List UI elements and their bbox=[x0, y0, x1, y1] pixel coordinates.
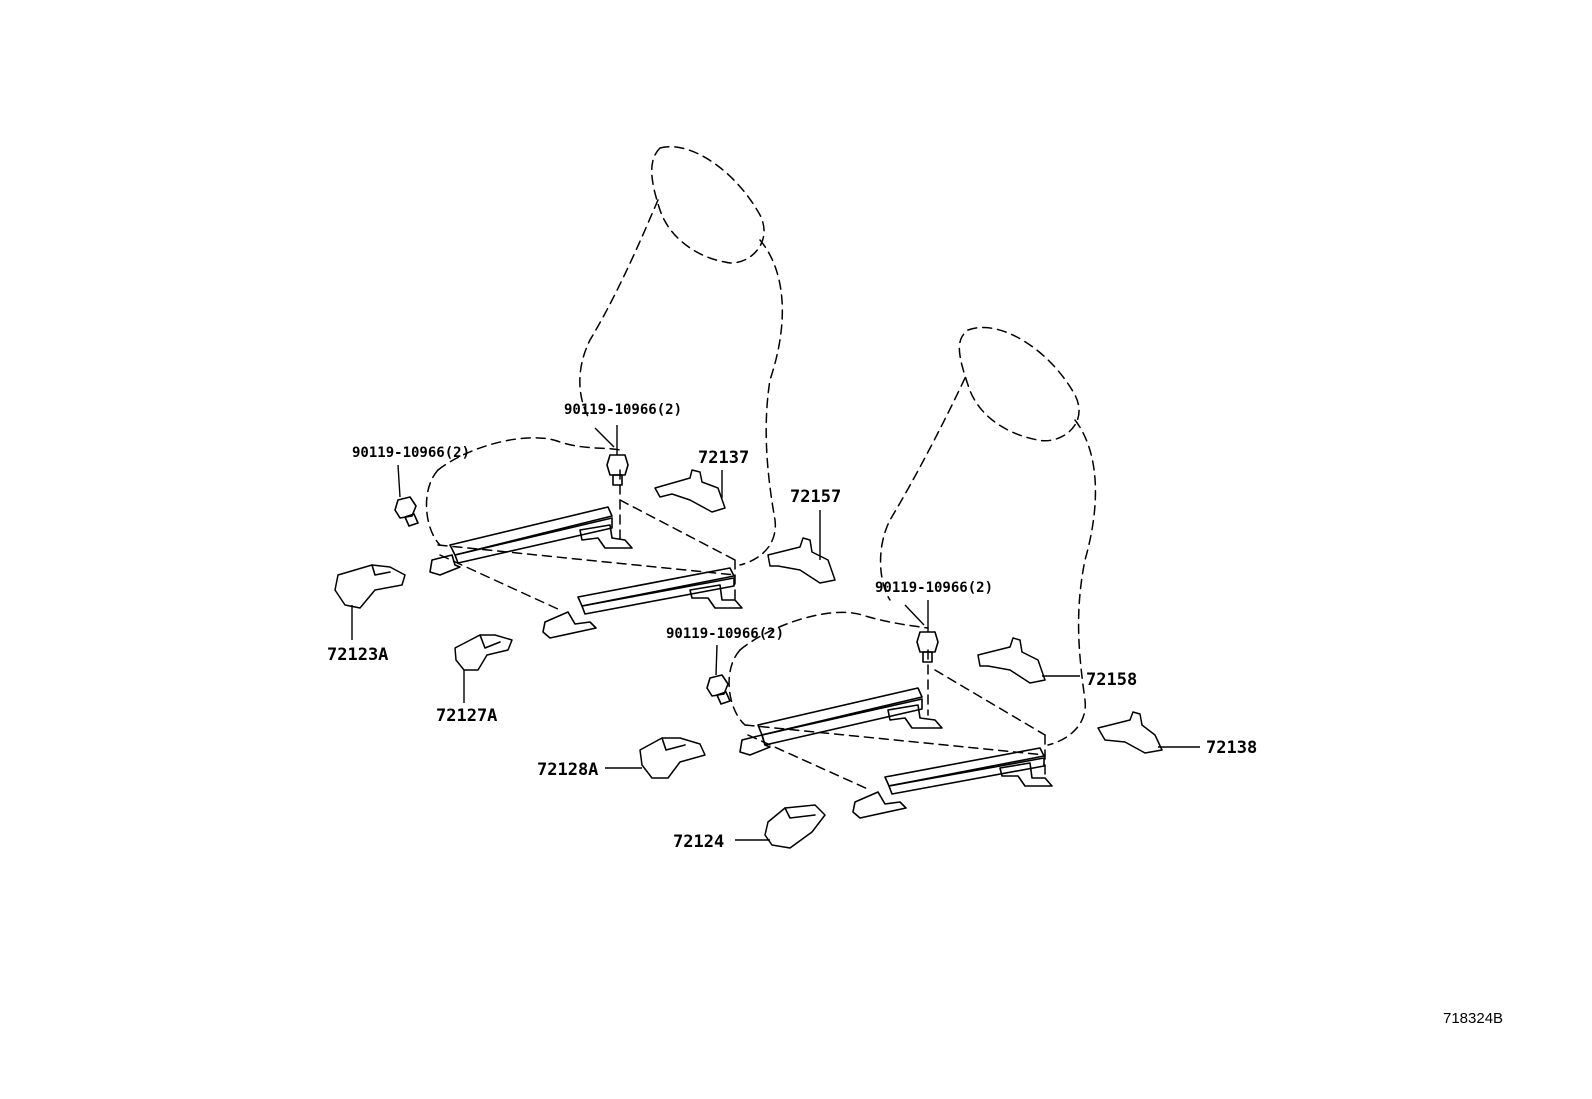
bolt-label-left-rear: 90119-10966(2) bbox=[564, 402, 682, 418]
part-72138 bbox=[1097, 711, 1200, 754]
part-label-72123A: 72123A bbox=[327, 645, 388, 665]
part-72124 bbox=[735, 804, 826, 849]
part-72158 bbox=[977, 637, 1080, 684]
part-label-72128A: 72128A bbox=[537, 760, 598, 780]
bolt-icon bbox=[706, 644, 731, 705]
part-label-72127A: 72127A bbox=[436, 706, 497, 726]
part-label-72137: 72137 bbox=[698, 448, 749, 468]
bolt-label-right-rear: 90119-10966(2) bbox=[875, 580, 993, 596]
part-72127A bbox=[454, 634, 513, 703]
part-72157 bbox=[767, 510, 836, 584]
right-seat-tracks bbox=[739, 687, 1053, 819]
bolt-icon bbox=[904, 600, 939, 663]
part-72128A bbox=[605, 737, 706, 779]
right-seat-outline bbox=[728, 326, 1097, 791]
part-label-72158: 72158 bbox=[1086, 670, 1137, 690]
part-label-72157: 72157 bbox=[790, 487, 841, 507]
bolt-label-left-front: 90119-10966(2) bbox=[352, 445, 470, 461]
part-72137 bbox=[654, 469, 726, 513]
left-seat-outline bbox=[425, 146, 784, 611]
part-label-72138: 72138 bbox=[1206, 738, 1257, 758]
part-72123A bbox=[334, 564, 406, 640]
bolt-icon bbox=[594, 425, 629, 486]
part-label-72124: 72124 bbox=[673, 832, 724, 852]
bolt-icon bbox=[394, 464, 419, 527]
left-seat-tracks bbox=[429, 506, 743, 639]
diagram-reference-code: 718324B bbox=[1443, 1010, 1503, 1027]
bolt-label-right-front: 90119-10966(2) bbox=[666, 626, 784, 642]
